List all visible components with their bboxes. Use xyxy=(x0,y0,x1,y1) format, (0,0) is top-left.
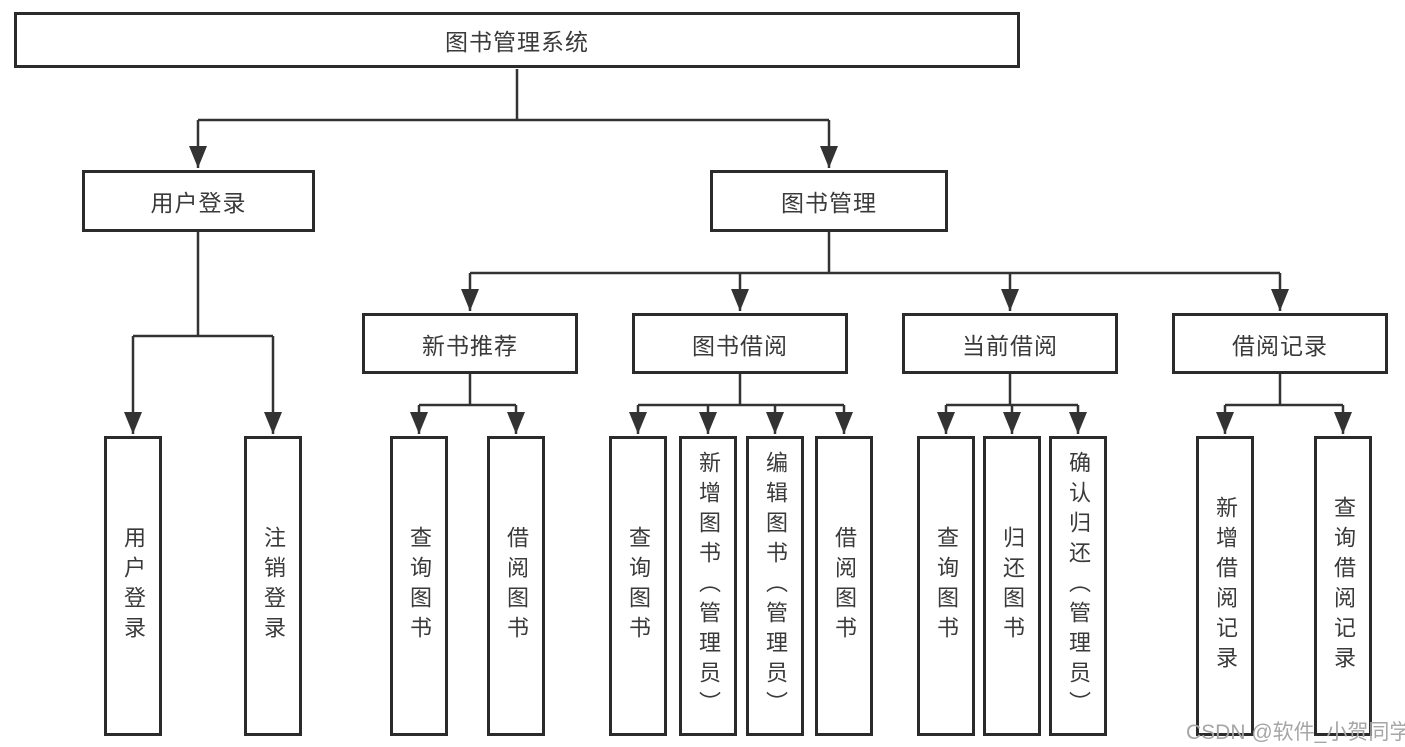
leaf-query-book-3-label: 查询图书 xyxy=(934,526,959,646)
leaf-logout: 注销登录 xyxy=(244,436,302,736)
node-book-management: 图书管理 xyxy=(710,170,948,232)
edges-new-book-fork xyxy=(410,373,525,434)
leaf-query-book-2: 查询图书 xyxy=(609,436,667,736)
leaf-add-book-admin-label: 新增图书（管理员） xyxy=(696,451,721,721)
node-book-borrow: 图书借阅 xyxy=(632,313,848,374)
leaf-add-borrow-record-label: 新增借阅记录 xyxy=(1213,496,1238,676)
leaf-add-borrow-record: 新增借阅记录 xyxy=(1196,436,1254,736)
node-user-login-label: 用户登录 xyxy=(150,190,247,216)
leaf-user-login: 用户登录 xyxy=(104,436,162,736)
leaf-confirm-return-admin-label: 确认归还（管理员） xyxy=(1066,451,1091,721)
node-borrow-records: 借阅记录 xyxy=(1172,313,1388,374)
leaf-borrow-book-1: 借阅图书 xyxy=(487,436,545,736)
leaf-query-book-1: 查询图书 xyxy=(390,436,448,736)
edges-root-fork xyxy=(189,69,838,168)
edges-user-login-fork xyxy=(124,231,282,434)
leaf-query-book-2-label: 查询图书 xyxy=(626,526,651,646)
leaf-add-book-admin: 新增图书（管理员） xyxy=(679,436,737,736)
leaf-query-book-1-label: 查询图书 xyxy=(407,526,432,646)
leaf-confirm-return-admin: 确认归还（管理员） xyxy=(1049,436,1107,736)
leaf-query-borrow-record: 查询借阅记录 xyxy=(1314,436,1372,736)
node-book-borrow-label: 图书借阅 xyxy=(692,332,788,359)
leaf-borrow-book-1-label: 借阅图书 xyxy=(504,526,529,646)
edges-book-mgmt-fork xyxy=(461,231,1289,311)
leaf-query-borrow-record-label: 查询借阅记录 xyxy=(1331,496,1356,676)
leaf-borrow-book-2-label: 借阅图书 xyxy=(832,526,857,646)
leaf-borrow-book-2: 借阅图书 xyxy=(815,436,873,736)
node-new-book-recommend-label: 新书推荐 xyxy=(422,332,518,359)
node-current-borrow-label: 当前借阅 xyxy=(962,332,1058,359)
node-new-book-recommend: 新书推荐 xyxy=(362,313,578,374)
leaf-edit-book-admin-label: 编辑图书（管理员） xyxy=(763,451,788,721)
watermark: CSDN @软件_小贺同学 xyxy=(1186,721,1405,744)
edges-book-borrow-fork xyxy=(629,373,853,434)
leaf-return-book: 归还图书 xyxy=(983,436,1041,736)
node-current-borrow: 当前借阅 xyxy=(902,313,1118,374)
node-user-login: 用户登录 xyxy=(82,170,315,232)
node-book-management-label: 图书管理 xyxy=(781,190,877,216)
edges-current-borrow-fork xyxy=(937,373,1087,434)
leaf-edit-book-admin: 编辑图书（管理员） xyxy=(746,436,804,736)
leaf-return-book-label: 归还图书 xyxy=(1000,526,1025,646)
leaf-user-login-label: 用户登录 xyxy=(121,526,146,646)
node-root: 图书管理系统 xyxy=(14,12,1020,68)
leaf-logout-label: 注销登录 xyxy=(261,526,286,646)
node-root-label: 图书管理系统 xyxy=(445,29,589,55)
edges-borrow-records-fork xyxy=(1216,373,1352,434)
node-borrow-records-label: 借阅记录 xyxy=(1232,332,1328,359)
leaf-query-book-3: 查询图书 xyxy=(917,436,975,736)
